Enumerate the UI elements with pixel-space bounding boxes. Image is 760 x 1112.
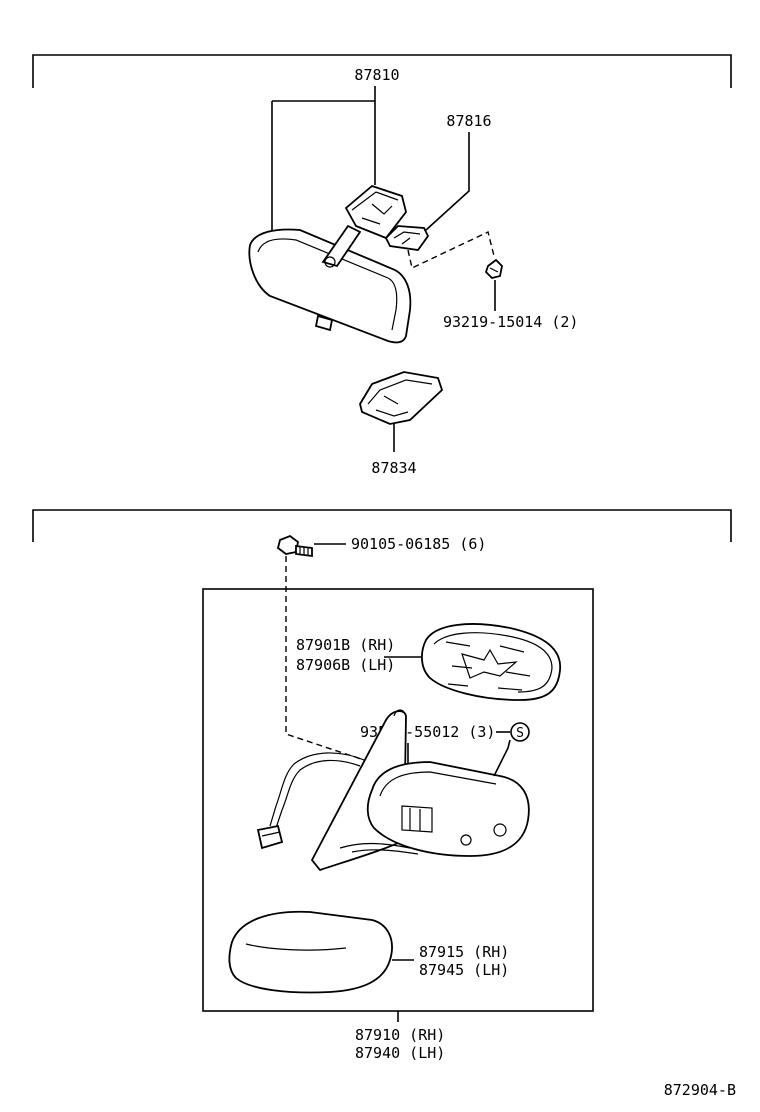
outside-mirror-housing-rim <box>379 771 497 797</box>
upper-cover-body <box>359 371 444 425</box>
upper-screw-thread <box>489 267 499 273</box>
wire-harness-2 <box>275 759 361 829</box>
outside-mirror-cables <box>339 842 419 855</box>
inside-mirror-rim <box>257 238 398 331</box>
inside-mirror-stem <box>321 224 362 268</box>
mirror-glass-part <box>421 623 561 701</box>
outside-cover-line <box>245 943 347 951</box>
outside-cover-label-lh[interactable]: 87945 (LH) <box>419 961 509 979</box>
mirror-glass-label-lh[interactable]: 87906B (LH) <box>296 656 395 674</box>
lower-assembly-label-lh[interactable]: 87940 (LH) <box>355 1044 445 1062</box>
wire-connector-detail <box>261 831 281 837</box>
lower-screw-symbol-circle <box>510 722 530 742</box>
mirror-glass-body <box>421 623 561 701</box>
upper-screw-dashed-locator <box>407 231 495 270</box>
lower-bolt-dashed-locator <box>285 556 365 761</box>
lower-assembly-label-rh[interactable]: 87910 (RH) <box>355 1026 445 1044</box>
mirror-glass-slots <box>445 641 531 691</box>
upper-assembly-leader <box>271 86 376 232</box>
outside-cover-label-rh[interactable]: 87915 (RH) <box>419 943 509 961</box>
inside-mirror-body <box>248 228 412 344</box>
lower-screw-symbol: S <box>516 726 524 741</box>
upper-section-frame <box>32 54 732 88</box>
lower-section: 90105-06185 (6) 87901B (RH) 87906B (LH) … <box>32 509 732 1062</box>
bracket-plate <box>384 225 430 251</box>
mirror-glass-label-rh[interactable]: 87901B (RH) <box>296 636 395 654</box>
inside-mirror-mount <box>344 184 407 240</box>
upper-bracket-label[interactable]: 87816 <box>446 112 491 130</box>
mirror-glass-center <box>461 648 518 679</box>
wire-harness <box>269 752 365 827</box>
upper-screw-label[interactable]: 93219-15014 (2) <box>443 313 578 331</box>
diagram-code: 872904-B <box>664 1081 736 1099</box>
outside-mirror-hole-2 <box>493 823 507 837</box>
upper-cover-detail <box>367 379 433 417</box>
upper-section: 87810 87816 93219-150 <box>32 54 732 477</box>
inside-mirror-mount-detail <box>351 191 399 225</box>
outside-mirror-window <box>401 805 433 833</box>
wire-connector <box>256 824 284 850</box>
outside-mirror-hole-1 <box>460 834 472 846</box>
upper-cover-label[interactable]: 87834 <box>371 459 416 477</box>
upper-bracket-leader <box>425 132 470 231</box>
inside-mirror <box>248 184 412 344</box>
lower-bolt-thread <box>299 546 309 555</box>
upper-screw <box>484 258 503 279</box>
upper-assembly-label[interactable]: 87810 <box>354 66 399 84</box>
outside-mirror-housing-leader <box>493 739 511 777</box>
outside-cover-body <box>228 910 393 994</box>
lower-bolt <box>276 534 313 558</box>
lower-section-frame <box>32 509 732 542</box>
upper-screw-head <box>484 258 503 279</box>
lower-bolt-head <box>276 534 299 555</box>
lower-bolt-label[interactable]: 90105-06185 (6) <box>351 535 486 553</box>
upper-cover-part <box>359 371 444 425</box>
outside-mirror-post <box>393 709 407 717</box>
outside-cover-part <box>228 910 393 994</box>
inside-mirror-pivot <box>324 256 336 268</box>
outside-mirror <box>256 709 530 872</box>
bracket-plate-detail <box>393 231 421 245</box>
mirror-glass-rim <box>433 632 553 693</box>
outside-mirror-housing <box>366 761 530 857</box>
inside-mirror-tab <box>314 314 334 332</box>
bracket-part <box>384 225 430 251</box>
